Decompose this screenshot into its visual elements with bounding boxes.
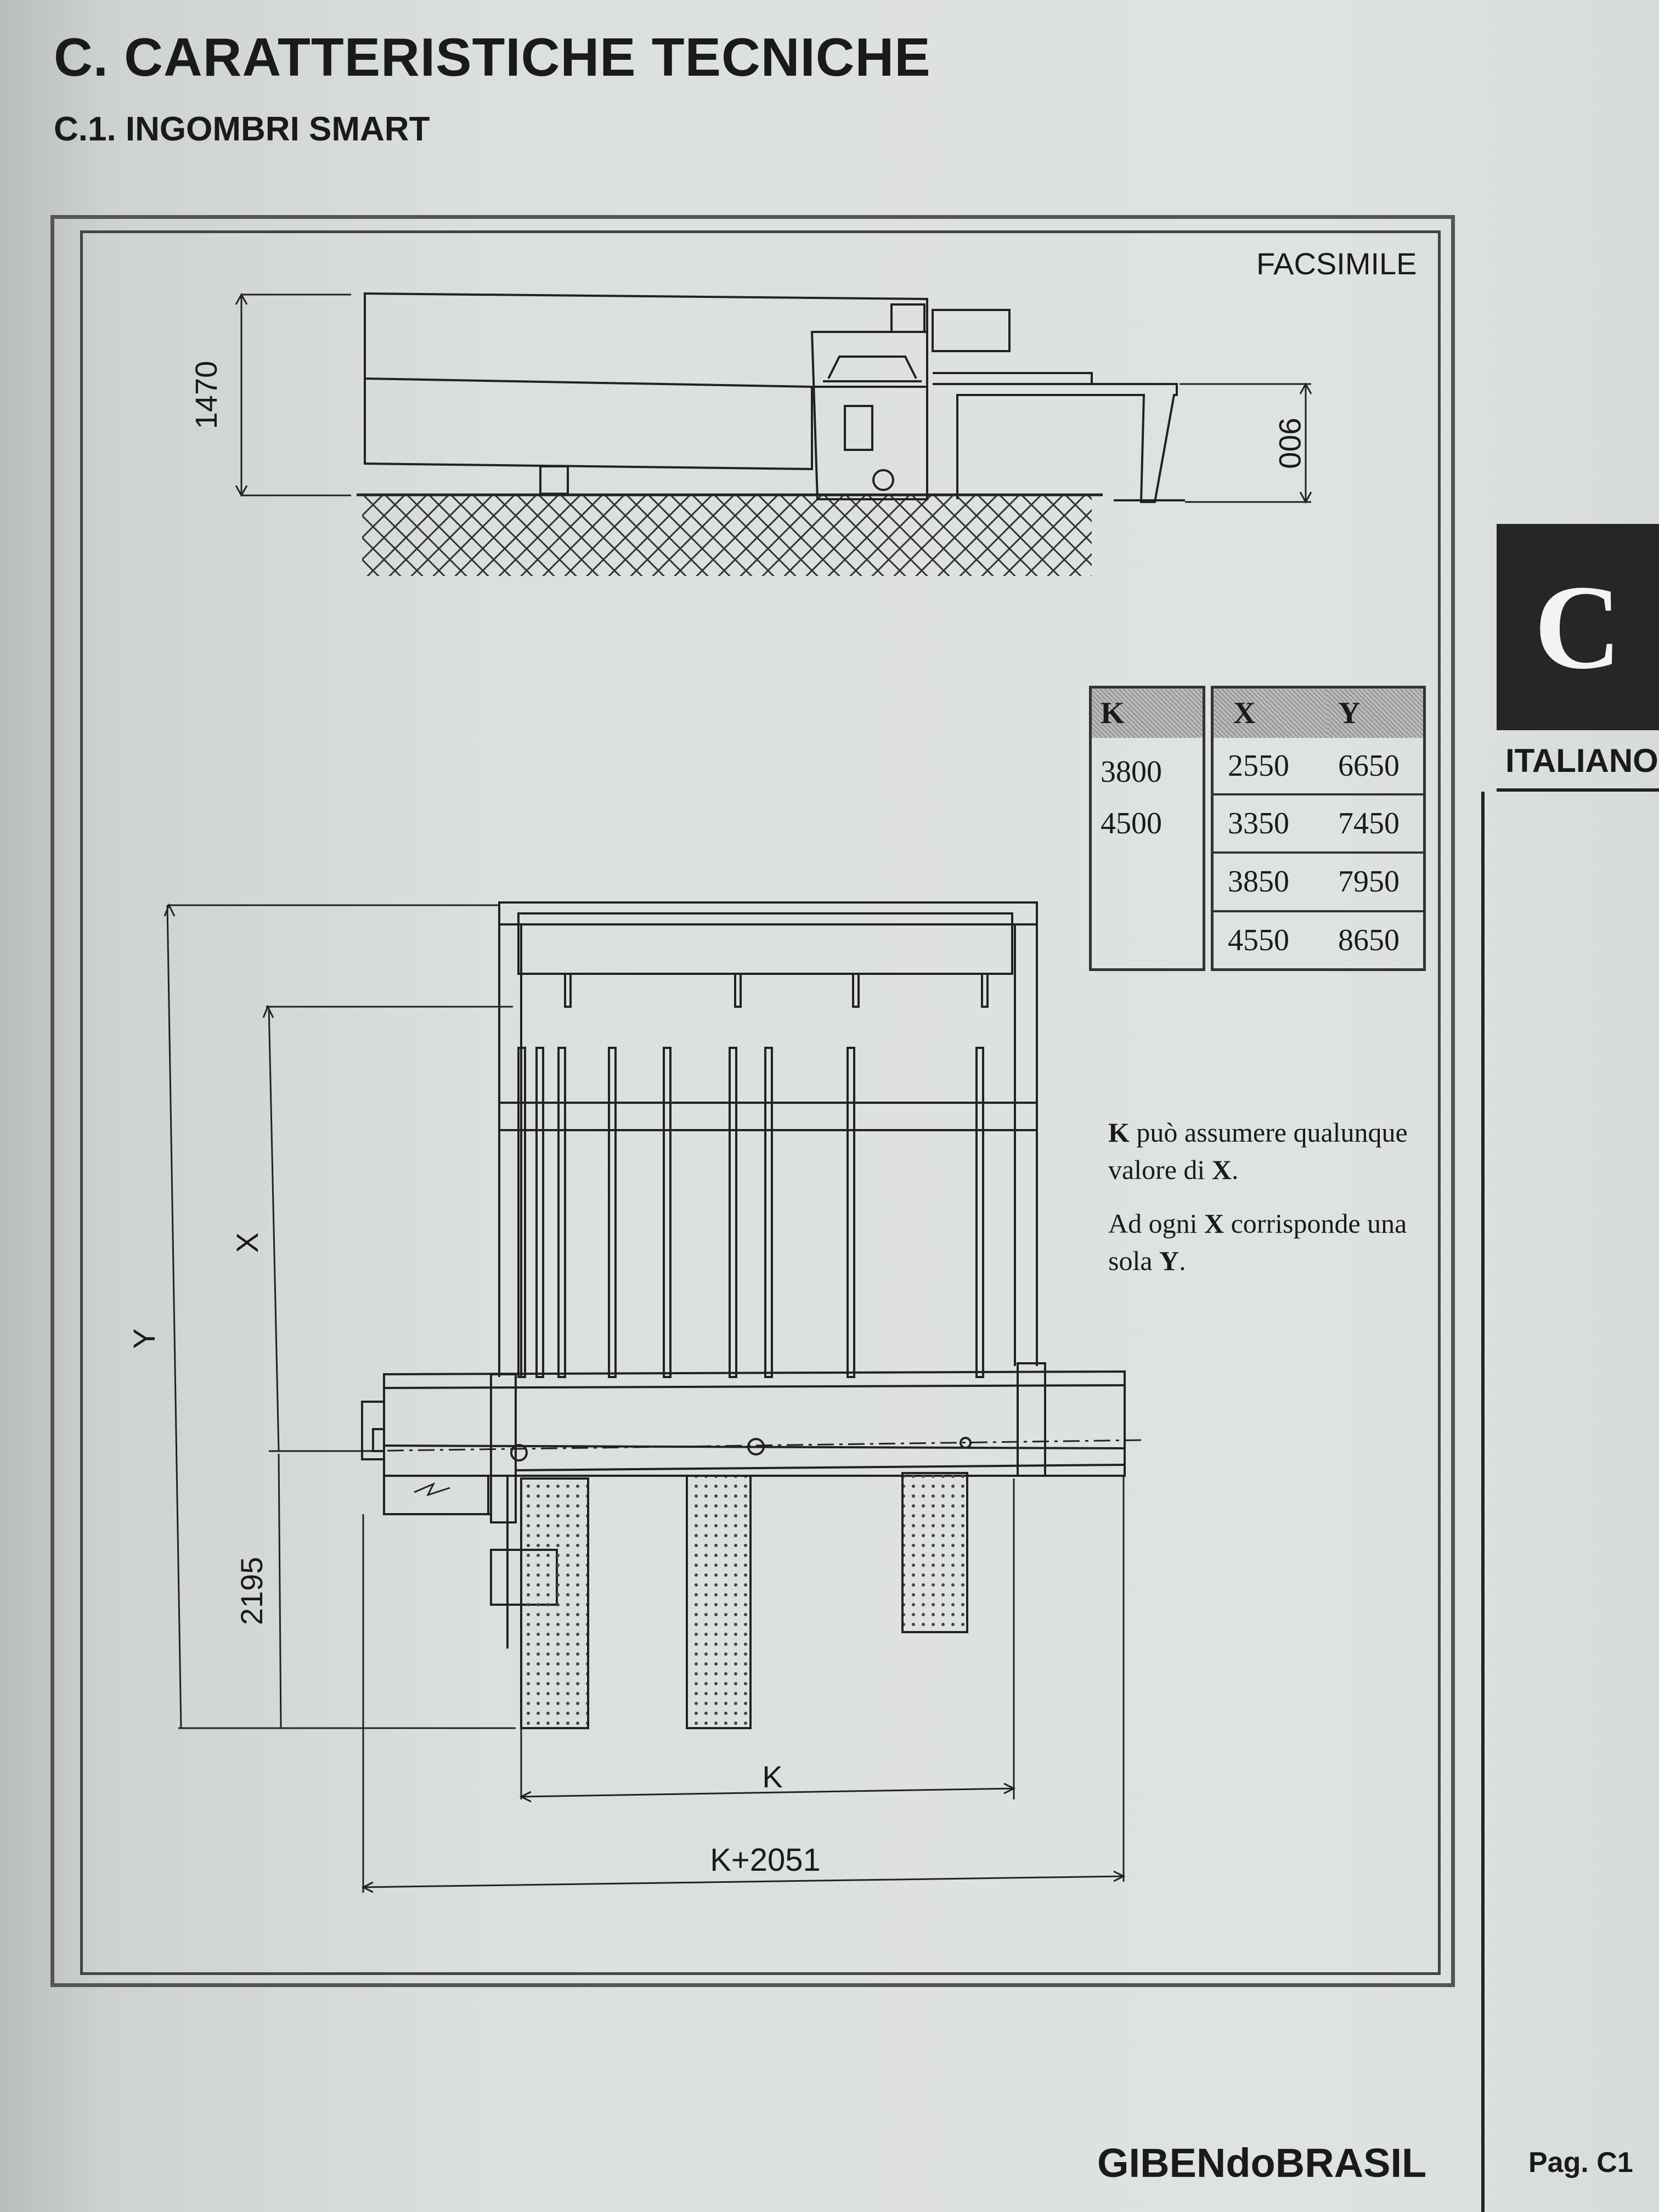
saw-wheel: [872, 469, 894, 491]
dim-900: 900: [1273, 417, 1307, 469]
sidebar-divider: [1481, 792, 1485, 2212]
air-table-3: [901, 1472, 968, 1633]
facsimile-label: FACSIMILE: [1256, 246, 1417, 281]
x-value: 3850: [1228, 865, 1289, 899]
dim-line-x: [268, 1006, 280, 1452]
dim-k: K: [762, 1759, 782, 1794]
k-header: K: [1090, 687, 1204, 738]
page-title: C. CARATTERISTICHE TECNICHE: [54, 27, 931, 87]
x-header: X: [1212, 687, 1327, 738]
dim-line-k: [521, 1787, 1014, 1798]
note-line-2: Ad ogni X corrisponde una sola Y.: [1108, 1208, 1407, 1276]
dim-line-k2051: [363, 1875, 1124, 1888]
section-subtitle: C.1. INGOMBRI SMART: [54, 110, 430, 148]
floor-hatch: [362, 494, 1092, 576]
air-table-1: [520, 1477, 589, 1729]
dim-x: X: [230, 1232, 264, 1252]
dim-k2051: K+2051: [710, 1842, 821, 1878]
y-value: 7450: [1338, 806, 1400, 841]
electric-symbol-icon: [414, 1482, 450, 1497]
drawing-frame-outer: [50, 215, 1455, 1987]
x-value: 4550: [1228, 923, 1289, 957]
k-value-1: 3800: [1101, 755, 1162, 789]
language-label: ITALIANO: [1497, 730, 1659, 792]
air-table-2: [686, 1475, 752, 1729]
brand-footer: GIBENdoBRASIL: [1097, 2140, 1427, 2186]
dim-y: Y: [127, 1328, 161, 1348]
saw-body: [810, 331, 928, 500]
drawing-frame-inner: [80, 230, 1441, 1975]
page-number: Pag. C1: [1528, 2147, 1633, 2179]
xy-values-table: X Y 2550 6650 3350 7450 3850 7950 4550 8…: [1211, 686, 1426, 971]
k-value-2: 4500: [1101, 806, 1162, 840]
dim-1470: 1470: [189, 361, 223, 430]
table-note: K può assumere qualunque valore di X. Ad…: [1108, 1114, 1448, 1296]
saw-logo-box: [844, 405, 873, 451]
y-value: 6650: [1338, 748, 1400, 783]
y-header: Y: [1327, 687, 1425, 738]
note-line-1: K può assumere qualunque valore di X.: [1108, 1117, 1408, 1185]
plan-view: [163, 901, 1142, 1893]
side-elevation: [235, 292, 1312, 576]
y-value: 8650: [1338, 923, 1400, 957]
k-values-table: K 3800 4500: [1089, 686, 1205, 971]
x-value: 3350: [1228, 806, 1289, 841]
x-value: 2550: [1228, 748, 1289, 783]
y-value: 7950: [1338, 865, 1400, 899]
dim-2195: 2195: [234, 1557, 269, 1626]
dim-line-2195: [278, 1453, 282, 1729]
dim-line-y: [166, 905, 182, 1729]
section-tab: C: [1497, 524, 1659, 730]
